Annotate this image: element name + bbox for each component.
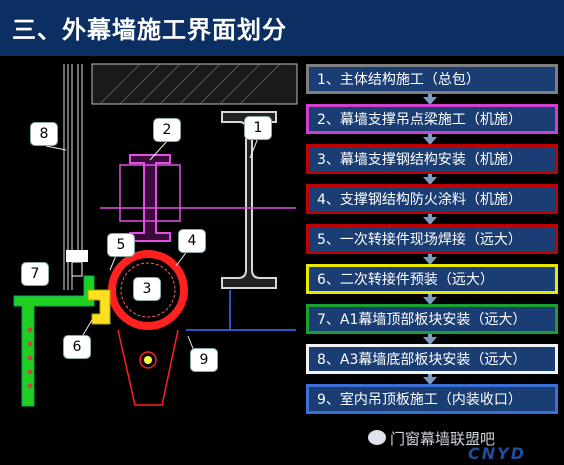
page-title: 三、外幕墙施工界面划分 bbox=[12, 16, 287, 44]
step-7: 7、A1幕墙顶部板块安装（远大） bbox=[306, 304, 558, 334]
step-6: 6、二次转接件预装（远大） bbox=[306, 264, 558, 294]
flow-arrow-icon bbox=[423, 257, 437, 265]
flow-arrow-icon bbox=[423, 137, 437, 145]
flow-arrow-stem bbox=[428, 134, 432, 138]
callout-4: 4 bbox=[178, 229, 206, 253]
step-8: 8、A3幕墙底部板块安装（远大） bbox=[306, 344, 558, 374]
flow-arrow-stem bbox=[428, 294, 432, 298]
callout-6: 6 bbox=[63, 335, 91, 359]
wechat-icon bbox=[368, 430, 386, 445]
step-3: 3、幕墙支撑钢结构安装（机施） bbox=[306, 144, 558, 174]
cad-section-drawing bbox=[13, 63, 298, 407]
callout-1: 1 bbox=[244, 116, 272, 140]
callout-9: 9 bbox=[190, 348, 218, 372]
callout-2: 2 bbox=[153, 118, 181, 142]
yellow-bracket bbox=[87, 289, 111, 325]
callout-5: 5 bbox=[107, 233, 135, 257]
flow-arrow-icon bbox=[423, 97, 437, 105]
flow-arrow-icon bbox=[423, 377, 437, 385]
watermark-logo: CNYD bbox=[468, 444, 526, 463]
watermark-text: 门窗幕墙联盟吧 bbox=[390, 430, 496, 448]
flow-arrow-icon bbox=[423, 217, 437, 225]
callout-3: 3 bbox=[133, 277, 161, 301]
flow-arrow-stem bbox=[428, 214, 432, 218]
step-5: 5、一次转接件现场焊接（远大） bbox=[306, 224, 558, 254]
callout-8: 8 bbox=[30, 122, 58, 146]
concrete-slab bbox=[91, 63, 298, 105]
flow-arrow-stem bbox=[428, 174, 432, 178]
flow-arrow-icon bbox=[423, 177, 437, 185]
flow-arrow-stem bbox=[428, 334, 432, 338]
flow-arrow-stem bbox=[428, 374, 432, 378]
title-bar: 三、外幕墙施工界面划分 bbox=[0, 0, 564, 56]
hanger-beam bbox=[129, 154, 171, 242]
flow-arrow-icon bbox=[423, 297, 437, 305]
flow-arrow-stem bbox=[428, 254, 432, 258]
step-1: 1、主体结构施工（总包） bbox=[306, 64, 558, 94]
flow-arrow-icon bbox=[423, 337, 437, 345]
step-9: 9、室内吊顶板施工（内装收口） bbox=[306, 384, 558, 414]
step-4: 4、支撑钢结构防火涂料（机施） bbox=[306, 184, 558, 214]
step-2: 2、幕墙支撑吊点梁施工（机施） bbox=[306, 104, 558, 134]
steel-tube bbox=[108, 250, 188, 330]
callout-7: 7 bbox=[21, 262, 49, 286]
green-panel bbox=[13, 275, 95, 407]
flow-arrow-stem bbox=[428, 94, 432, 98]
